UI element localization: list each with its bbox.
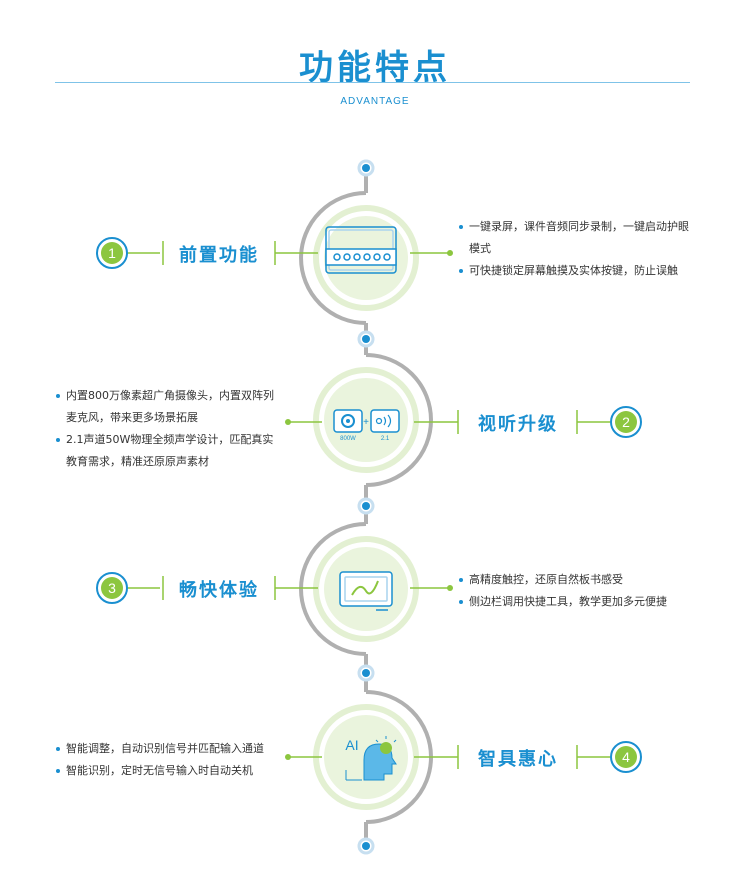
feature-bullets-front: 一键录屏，课件音频同步录制，一键启动护眼模式 可快捷锁定屏幕触摸及实体按键，防止… — [459, 216, 689, 282]
ai-label: AI — [345, 737, 358, 753]
timeline-dots — [357, 159, 375, 855]
feature-bullets-audio-video: 内置800万像素超广角摄像头，内置双阵列麦克风，带来更多场景拓展 2.1声道50… — [56, 385, 280, 473]
badge-2 — [610, 406, 642, 438]
feature-title-front: 前置功能 — [179, 245, 259, 266]
feature-bullets-experience: 高精度触控，还原自然板书感受 侧边栏调用快捷工具，教学更加多元便捷 — [459, 569, 699, 613]
page-title: 功能特点 — [299, 48, 451, 88]
bullet-item: 侧边栏调用快捷工具，教学更加多元便捷 — [459, 591, 699, 613]
bullet-item: 高精度触控，还原自然板书感受 — [459, 569, 699, 591]
badge-number-4: 4 — [622, 749, 630, 765]
svg-text:+: + — [363, 417, 369, 428]
speaker-label: 2.1 — [381, 436, 390, 442]
touch-board-icon — [339, 571, 393, 611]
bullet-item: 可快捷锁定屏幕触摸及实体按键，防止误触 — [459, 260, 689, 282]
number-badges — [96, 237, 642, 773]
front-panel-icon — [325, 226, 397, 274]
page-subtitle: ADVANTAGE — [340, 96, 410, 107]
badge-4 — [610, 741, 642, 773]
badge-number-1: 1 — [108, 245, 116, 261]
camera-label: 800W — [340, 436, 356, 442]
bullet-item: 智能识别，定时无信号输入时自动关机 — [56, 760, 286, 782]
title-divider — [55, 82, 690, 83]
feature-title-smart: 智具惠心 — [478, 749, 558, 770]
feature-title-audio-video: 视听升级 — [478, 414, 558, 435]
badge-number-3: 3 — [108, 580, 116, 596]
camera-speaker-icon: + — [333, 409, 400, 433]
bullet-item: 智能调整，自动识别信号并匹配输入通道 — [56, 738, 286, 760]
bullet-item: 一键录屏，课件音频同步录制，一键启动护眼模式 — [459, 216, 689, 260]
badge-3 — [96, 572, 128, 604]
feature-bullets-smart: 智能调整，自动识别信号并匹配输入通道 智能识别，定时无信号输入时自动关机 — [56, 738, 286, 782]
badge-number-2: 2 — [622, 414, 630, 430]
connectors — [127, 241, 610, 769]
bullet-item: 2.1声道50W物理全频声学设计，匹配真实教育需求，精准还原原声素材 — [56, 429, 280, 473]
feature-title-experience: 畅快体验 — [179, 580, 259, 601]
bullet-item: 内置800万像素超广角摄像头，内置双阵列麦克风，带来更多场景拓展 — [56, 385, 280, 429]
ai-brain-icon — [345, 736, 397, 781]
badge-1 — [96, 237, 128, 269]
